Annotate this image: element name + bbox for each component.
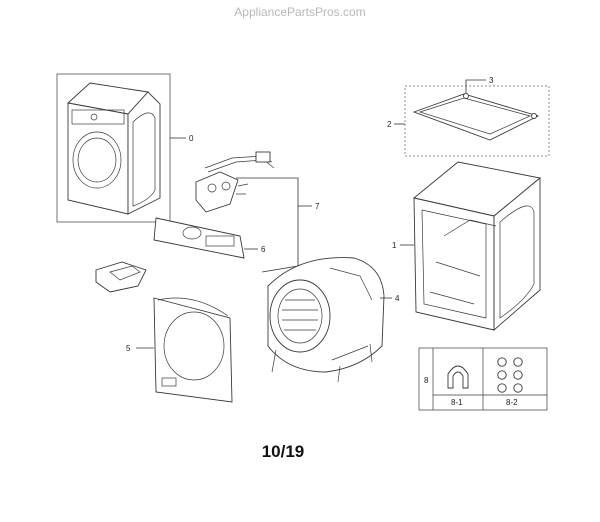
cabinet-front [413,197,495,331]
cabinet-front-opening [421,209,487,319]
callout-7: 7 [315,202,320,211]
valve-port-2 [221,181,231,191]
tub-ribs [329,267,373,361]
part-2-top-cover[interactable]: 2 [387,85,550,157]
front-panel-body [153,297,233,403]
cap-icon [497,370,507,380]
part-8-hardware-kit[interactable]: 8 8-1 8-2 [418,347,548,411]
washer-side [127,91,161,215]
part-0-frame [56,73,171,223]
leader-7-frame [236,177,299,273]
part-2-frame [404,85,550,157]
cabinet-side [493,177,541,331]
drawer-compartment [109,265,141,281]
part-5-front-panel[interactable]: 5 [126,297,233,403]
top-cover-inner [418,97,532,135]
screw-2 [531,113,537,119]
cap-set [497,357,523,393]
harness-connector [255,151,271,163]
valve-port-1 [207,183,217,193]
callout-8-2: 8-2 [506,398,518,407]
callout-2: 2 [387,120,392,129]
cabinet-braces [429,219,497,305]
front-panel-door-opening [163,311,225,381]
washer-side-panel [132,112,156,207]
leader-3 [465,79,486,93]
callout-5: 5 [126,344,131,353]
front-panel-slot [161,377,177,387]
part-6-control-panel[interactable]: 6 [153,217,266,259]
washer-door [72,131,122,189]
part-4-tub-assembly[interactable]: 4 [267,257,400,383]
callout-6: 6 [261,245,266,254]
part-7-valve-harness[interactable]: 7 [195,151,320,273]
callout-4: 4 [395,294,400,303]
cabinet-side-panel [499,205,535,319]
callout-1: 1 [392,241,397,250]
callout-8-1: 8-1 [451,398,463,407]
screw-1 [463,93,469,99]
washer-front [67,102,129,215]
part-1-cabinet[interactable]: 1 [392,161,542,331]
part-3-screw[interactable]: 3 [463,76,537,119]
detergent-drawer[interactable] [95,261,147,293]
front-panel-top-edge [157,297,229,317]
cap-icon [513,357,523,367]
top-cover-plate [412,93,540,141]
drum-mesh [277,288,323,344]
tub-opening [269,279,331,353]
callout-0: 0 [189,134,194,143]
control-panel-knob [182,226,202,240]
washer-control-panel [71,109,125,125]
cap-icon [513,383,523,393]
cap-icon [497,357,507,367]
harness-wire-b [207,159,275,173]
valve-hose-stubs [236,183,249,195]
hose-guide-icon [447,365,469,389]
drawer-body [95,261,147,293]
page-number: 10/19 [262,442,305,461]
drum-holes [282,299,318,331]
washer-knob [90,113,98,121]
cap-icon [513,370,523,380]
watermark: AppliancePartsPros.com [234,5,365,19]
callout-3: 3 [489,76,494,85]
part-0-washer-assembly[interactable]: 0 [56,73,194,223]
valve-body [195,171,239,213]
callout-8: 8 [424,376,429,385]
washer-door-glass [77,137,117,183]
tub-legs [271,343,373,383]
cap-icon [497,383,507,393]
control-panel-body [153,217,245,259]
control-panel-display [205,235,235,247]
